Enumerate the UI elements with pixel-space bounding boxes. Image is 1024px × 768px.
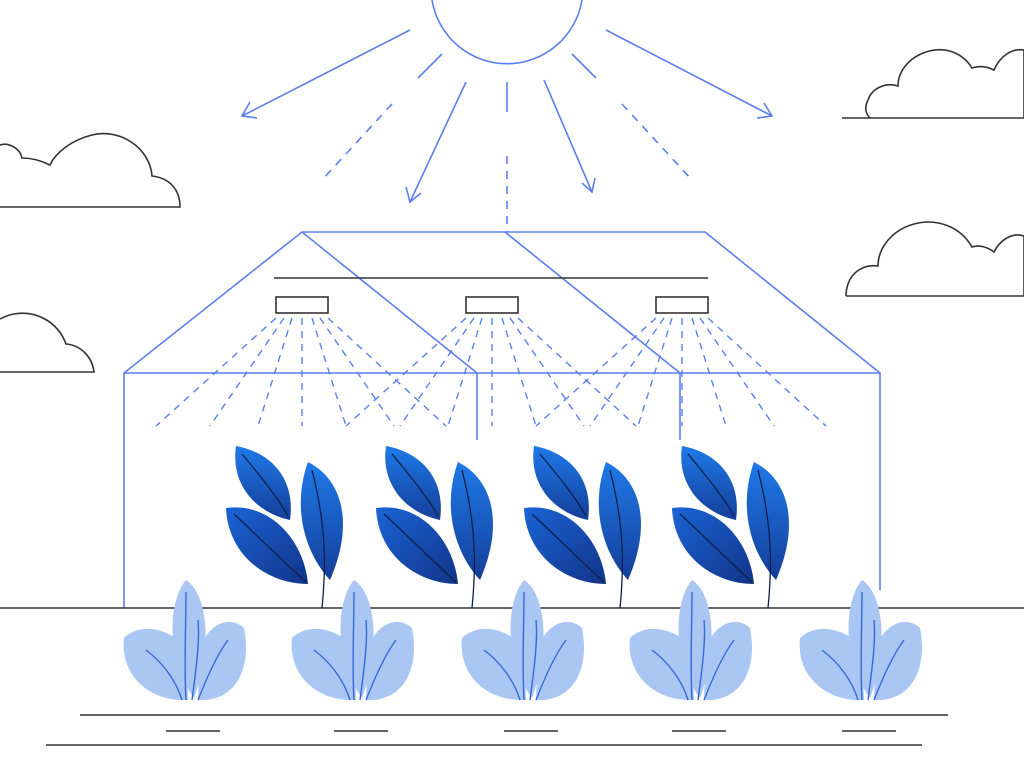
dark-blue-leaf-plant-icon bbox=[226, 446, 343, 609]
grow-light-beams bbox=[155, 317, 827, 427]
grow-light-icon bbox=[465, 296, 519, 314]
light-blue-seedling-icon bbox=[123, 580, 247, 732]
greenhouse-icon bbox=[123, 231, 881, 608]
grow-light-icon bbox=[275, 296, 329, 314]
sun-rays bbox=[240, 29, 774, 204]
cloud-icon bbox=[0, 312, 95, 373]
cloud-icon bbox=[845, 221, 1024, 297]
grow-light-icon bbox=[655, 296, 709, 314]
cloud-icon bbox=[842, 48, 1024, 119]
sun-rays-dashed bbox=[321, 103, 693, 232]
sun-icon bbox=[240, 0, 774, 232]
cloud-icon bbox=[0, 132, 181, 208]
